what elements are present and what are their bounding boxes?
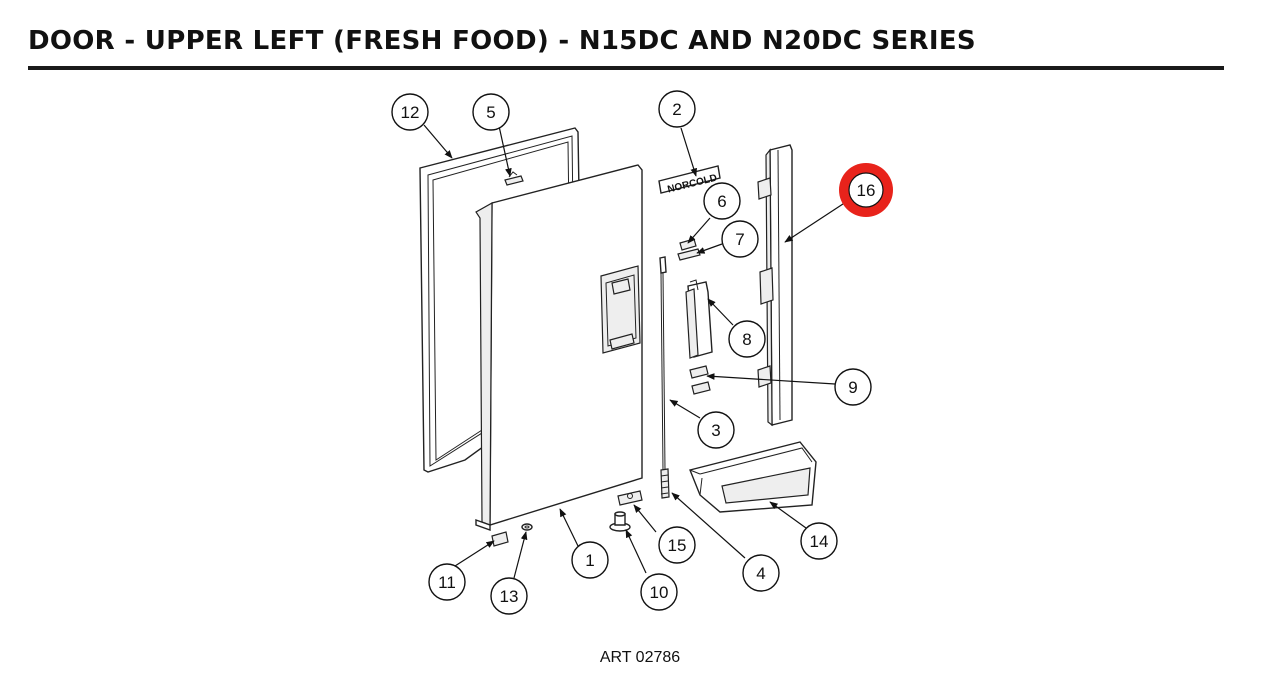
art-number: ART 02786	[599, 649, 681, 666]
callout-label: 13	[500, 587, 519, 606]
page-title: DOOR - UPPER LEFT (FRESH FOOD) - N15DC A…	[28, 26, 976, 56]
callout-2: 2	[658, 90, 696, 128]
callout-label: 1	[585, 551, 594, 570]
callout-label: 7	[735, 230, 744, 249]
callout-label: 14	[810, 532, 829, 551]
callout-label: 16	[857, 181, 876, 200]
callout-label: 8	[742, 330, 751, 349]
door-bin	[689, 441, 817, 513]
handle-clip-lower	[691, 381, 711, 395]
callout-label: 5	[486, 103, 495, 122]
callout-9: 9	[834, 368, 872, 406]
callout-7: 7	[721, 220, 759, 258]
handle-bracket	[685, 279, 713, 359]
callout-label: 3	[711, 421, 720, 440]
callout-label: 10	[650, 583, 669, 602]
callout-10: 10	[640, 573, 678, 611]
callout-label: 12	[401, 103, 420, 122]
leader-lines	[423, 124, 847, 579]
lower-hinge-pin	[609, 511, 631, 532]
handle-clip-upper	[689, 365, 709, 379]
callout-label: 9	[848, 378, 857, 397]
hinge-clip-small	[679, 238, 697, 251]
callout-label: 6	[717, 192, 726, 211]
door-handle	[757, 144, 793, 427]
callout-label: 4	[756, 564, 765, 583]
callout-4: 4	[742, 554, 780, 592]
lower-hinge-plate	[617, 490, 643, 506]
hinge-pin-rod	[659, 256, 667, 471]
callout-label: 15	[668, 536, 687, 555]
callout-14: 14	[800, 522, 838, 560]
washer	[521, 523, 533, 531]
hinge-clip-plate	[677, 248, 701, 261]
hinge-cap	[491, 531, 509, 547]
callout-16-highlighted: 16	[839, 163, 893, 217]
title-rule	[28, 66, 1224, 70]
door-panel	[475, 164, 643, 531]
callout-5: 5	[472, 93, 510, 131]
callout-8: 8	[728, 320, 766, 358]
callout-label: 2	[672, 100, 681, 119]
callout-15: 15	[658, 526, 696, 564]
callout-label: 11	[438, 573, 456, 592]
callout-1: 1	[571, 541, 609, 579]
callout-12: 12	[391, 93, 429, 131]
callout-6: 6	[703, 182, 741, 220]
hinge-spring	[660, 468, 670, 499]
callout-13: 13	[490, 577, 528, 615]
callout-11: 11	[428, 563, 466, 601]
callout-3: 3	[697, 411, 735, 449]
